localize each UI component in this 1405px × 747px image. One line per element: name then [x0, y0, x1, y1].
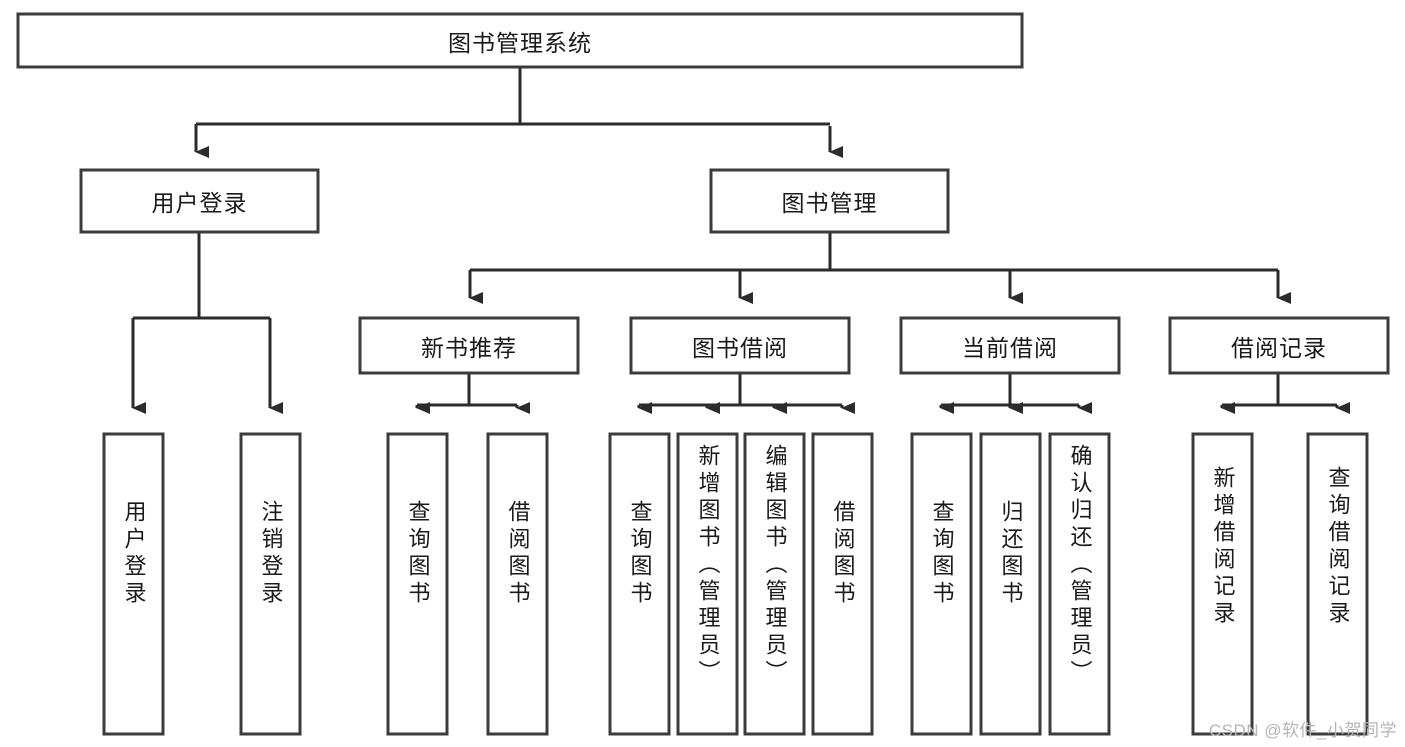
- connector-group-bookmgmt-to-level3: [468, 232, 1291, 304]
- node-box-leaf-query-book-1[interactable]: [386, 432, 449, 736]
- connector-group-bookborrow-to-leaves: [637, 373, 855, 414]
- csdn-watermark: CSDN @软件_小贺同学: [1208, 721, 1397, 740]
- node-box-leaf-borrow-book-2[interactable]: [811, 432, 874, 736]
- node-box-leaf-add-record[interactable]: [1191, 432, 1254, 736]
- node-box-leaf-edit-book[interactable]: [743, 432, 806, 736]
- connector-group-borrowrecord-to-leaves: [1220, 373, 1350, 414]
- node-box-leaf-query-record[interactable]: [1306, 432, 1369, 736]
- connector-group-currentborrow-to-leaves: [939, 373, 1092, 414]
- node-box-leaf-return-book[interactable]: [979, 432, 1042, 736]
- node-box-new-book-recommend[interactable]: [358, 316, 580, 375]
- node-box-root[interactable]: [16, 12, 1024, 69]
- connector-group-userlogin-to-leaves: [131, 232, 283, 414]
- node-box-leaf-query-book-2[interactable]: [608, 432, 671, 736]
- node-box-current-borrow[interactable]: [899, 316, 1121, 375]
- node-box-leaf-user-login[interactable]: [102, 432, 165, 736]
- node-box-user-login[interactable]: [79, 168, 320, 234]
- connector-group-root-to-level2: [194, 67, 843, 158]
- node-box-book-management[interactable]: [709, 168, 950, 234]
- node-box-book-borrow[interactable]: [629, 316, 851, 375]
- node-box-leaf-query-book-3[interactable]: [910, 432, 973, 736]
- connector-group-newbook-to-leaves: [415, 373, 530, 414]
- node-box-leaf-logout-login[interactable]: [239, 432, 302, 736]
- node-box-leaf-confirm-return[interactable]: [1048, 432, 1111, 736]
- node-box-borrow-record[interactable]: [1168, 316, 1390, 375]
- node-box-leaf-add-book[interactable]: [676, 432, 739, 736]
- node-box-leaf-borrow-book-1[interactable]: [486, 432, 549, 736]
